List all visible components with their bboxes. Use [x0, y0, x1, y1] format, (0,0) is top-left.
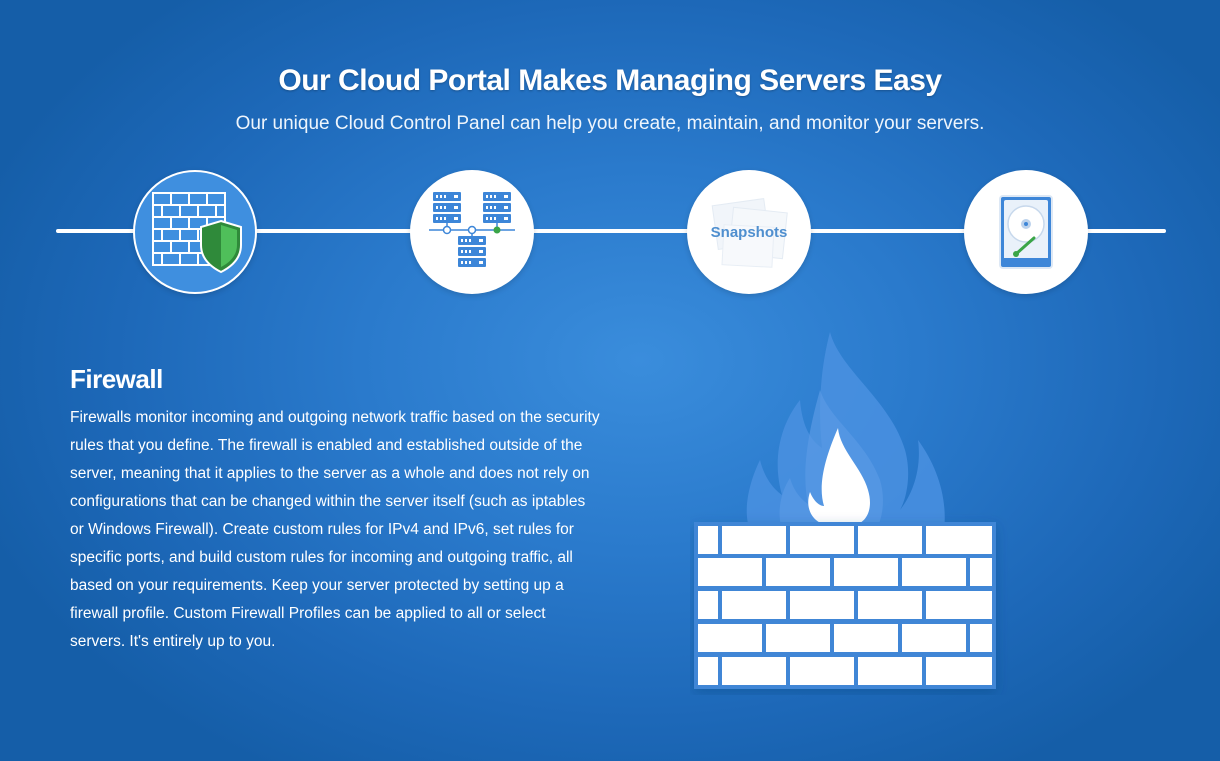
feature-node-firewall[interactable] [133, 170, 257, 294]
feature-node-snapshots[interactable]: Snapshots [687, 170, 811, 294]
page-heading: Our Cloud Portal Makes Managing Servers … [278, 64, 942, 97]
page-subheading: Our unique Cloud Control Panel can help … [235, 113, 985, 134]
feature-timeline-track [56, 229, 1166, 233]
firewall-illustration [690, 330, 1010, 700]
snapshots-label: Snapshots [710, 224, 788, 241]
snapshots-icon [711, 198, 788, 268]
firewall-shield-icon [152, 192, 242, 274]
section-title: Firewall [70, 364, 163, 394]
flaming-brick-wall-icon [694, 332, 996, 689]
feature-node-backups[interactable] [964, 170, 1088, 294]
server-network-icon [429, 192, 515, 267]
hard-drive-backup-icon [999, 195, 1053, 269]
section-description: Firewalls monitor incoming and outgoing … [70, 409, 600, 650]
feature-node-servers[interactable] [410, 170, 534, 294]
